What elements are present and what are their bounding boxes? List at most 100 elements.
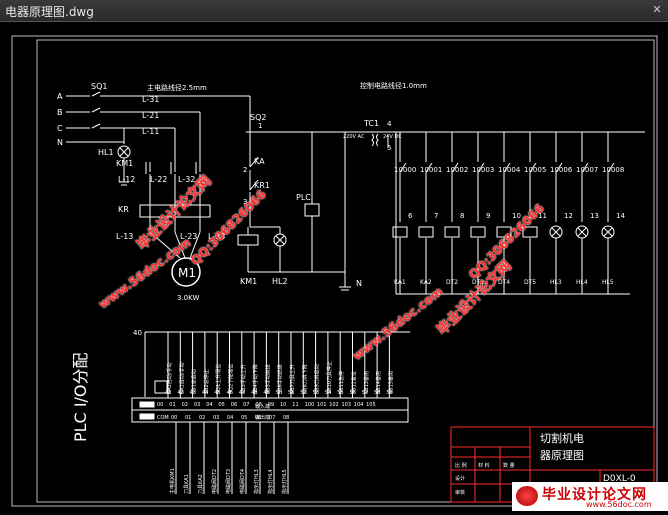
relay-coil xyxy=(444,226,460,238)
ka-contact-label: KA xyxy=(254,157,265,166)
field-quantity: 数 量 xyxy=(503,462,515,469)
input-device-label: SQ1上升限位 xyxy=(215,364,222,394)
input-terminal-number: 49 xyxy=(263,390,269,396)
tc1-label: TC1 xyxy=(363,119,379,128)
input-terminal-number: 45 xyxy=(214,390,220,396)
brand-logo-icon xyxy=(516,486,538,506)
phase-c-label: C xyxy=(57,124,63,133)
output-address: 10000 xyxy=(394,166,416,174)
drawing-canvas[interactable]: 主电路线径2.5mm A B C N SQ1 L-31 L-21 L-11 HL… xyxy=(0,22,668,511)
plc-top-number: 40 xyxy=(133,329,142,337)
field-scale: 比 例 xyxy=(455,462,467,469)
input-terminal-number: 55 xyxy=(337,390,343,396)
output-address: 10006 xyxy=(550,166,573,174)
plc-io-title: PLC I/O分配 xyxy=(71,352,90,442)
output-address-cell: 04 xyxy=(227,415,233,421)
input-address: 05 xyxy=(219,402,225,408)
output-address-cell: 07 xyxy=(269,415,275,421)
input-address: 102 xyxy=(329,402,339,408)
output-device-label: DT3 xyxy=(472,279,484,286)
output-number: 12 xyxy=(564,212,573,220)
output-device-text: 主电机KM1 xyxy=(169,468,176,494)
input-device-label: SB11急停 xyxy=(338,371,345,394)
relay-coil xyxy=(496,226,512,238)
output-number: 7 xyxy=(434,212,438,220)
node-3: 3 xyxy=(243,198,247,206)
field-material: 材 料 xyxy=(478,462,490,469)
input-address: 04 xyxy=(206,402,212,408)
l32-label: L-32 xyxy=(178,175,195,184)
output-address: 10001 xyxy=(420,166,442,174)
input-device-label: SB1总启动 xyxy=(191,369,198,394)
tc-output: 24V DC xyxy=(383,134,402,140)
input-device-label: SQ2下降限位 xyxy=(228,364,235,394)
hl2-label: HL2 xyxy=(272,277,288,286)
output-device-text: 指示灯HL3 xyxy=(253,469,260,494)
input-device-label: SB13备用 xyxy=(363,371,370,394)
l23-label: L-23 xyxy=(180,232,197,241)
kr1-contact-label: KR1 xyxy=(254,181,270,190)
l33-label: L-33 xyxy=(208,232,225,241)
input-terminal-number: 51 xyxy=(288,390,294,396)
output-number: 10 xyxy=(512,212,521,220)
output-device-label: HL3 xyxy=(550,279,562,286)
output-device-label: DT4 xyxy=(498,279,510,286)
input-address: 105 xyxy=(366,402,376,408)
relay-coil xyxy=(392,226,408,238)
input-terminal-number: 41 xyxy=(165,390,171,396)
neutral-label: N xyxy=(356,279,362,288)
output-device-text: 指示灯HL5 xyxy=(281,469,288,494)
plc-label: PLC xyxy=(296,193,311,202)
field-design: 设计 xyxy=(455,475,465,482)
input-address: 02 xyxy=(182,402,188,408)
input-terminal-number: 43 xyxy=(190,390,196,396)
drawing-number: D0XL-0 xyxy=(603,474,636,484)
document-tab-title[interactable]: 电器原理图.dwg xyxy=(5,5,94,19)
input-terminal-number: 50 xyxy=(276,390,282,396)
input-terminal-number: 59 xyxy=(386,390,392,396)
input-address: 08 xyxy=(255,402,261,408)
input-terminal-number: 52 xyxy=(300,390,306,396)
input-device-label: SB10刀具停止 xyxy=(326,361,333,394)
main-circuit-note: 主电路线径2.5mm xyxy=(147,83,207,92)
input-address: 100 xyxy=(305,402,315,408)
input-device-label: SB4手动下降 xyxy=(252,364,259,394)
kr-label: KR xyxy=(118,205,129,214)
output-circuit: 100006KA1100017KA2100028DT2100039DT31000… xyxy=(392,132,625,294)
close-icon[interactable]: ✕ xyxy=(652,3,662,16)
output-device-label: HL5 xyxy=(602,279,614,286)
output-address: 10007 xyxy=(576,166,598,174)
sq2-label: SQ2 xyxy=(250,113,266,122)
input-terminal-number: 47 xyxy=(239,390,245,396)
sq1-label: SQ1 xyxy=(91,82,107,91)
input-terminal-number: 54 xyxy=(325,390,331,396)
l21-label: L-21 xyxy=(142,111,159,120)
l22-label: L-22 xyxy=(150,175,167,184)
input-device-label: SB14备用 xyxy=(375,371,382,394)
relay-coil xyxy=(470,226,486,238)
output-address-cell: 00 xyxy=(171,415,177,421)
input-device-label: SB5手动前进 xyxy=(264,364,271,394)
title-line-1: 切割机电 xyxy=(540,431,584,445)
input-address: 00 xyxy=(157,402,163,408)
main-circuit: 主电路线径2.5mm A B C N SQ1 L-31 L-21 L-11 HL… xyxy=(57,82,251,302)
field-review: 审核 xyxy=(455,489,465,496)
input-terminal-number: 42 xyxy=(177,390,183,396)
output-device-text: 电磁阀DT3 xyxy=(225,469,232,494)
node-1: 1 xyxy=(258,122,262,130)
document-tab-bar[interactable]: 电器原理图.dwg ✕ xyxy=(0,0,668,22)
output-address-cell: 02 xyxy=(199,415,205,421)
motor-symbol xyxy=(171,257,201,287)
l31-label: L-31 xyxy=(142,95,159,104)
output-number: 6 xyxy=(408,212,413,220)
input-terminal-number: 57 xyxy=(362,390,368,396)
input-terminal-number: 46 xyxy=(227,390,233,396)
bar-input-label: 输入端 xyxy=(255,403,270,410)
input-terminal-number: 53 xyxy=(313,390,319,396)
brand-url: www.56doc.com xyxy=(586,500,652,509)
input-address: 03 xyxy=(194,402,200,408)
output-number: 13 xyxy=(590,212,599,220)
input-device-label: SB8刀具下降 xyxy=(301,364,308,394)
